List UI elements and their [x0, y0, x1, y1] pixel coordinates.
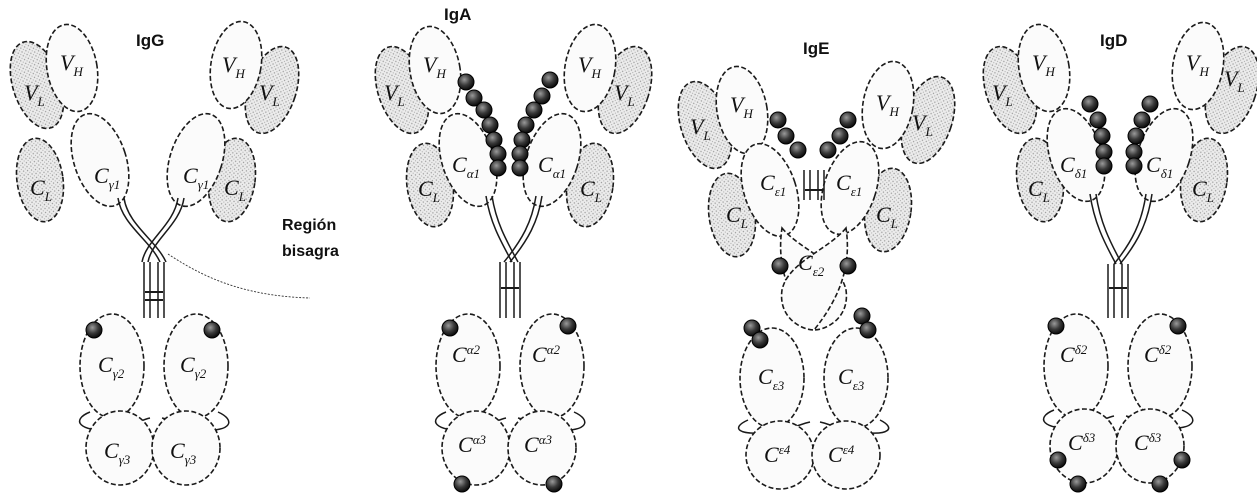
- ige-antibody: IgE VH VL Cε1 CL VH: [668, 39, 964, 489]
- hinge-annotation-line2: bisagra: [282, 243, 339, 260]
- hinge-leader-line: [168, 254, 310, 298]
- iga-ch3-left-domain: [442, 411, 510, 485]
- igd-ch3-right-domain: [1116, 409, 1184, 483]
- iga-glycan: [458, 74, 474, 90]
- igd-antibody: IgD VH VL: [973, 18, 1257, 492]
- igg-antibody: IgG VH VL Cγ1 CL VH VL Cγ1: [0, 17, 308, 485]
- igg-ch3-right-domain: [152, 411, 220, 485]
- igg-glycan: [204, 322, 220, 338]
- igg-title: IgG: [136, 31, 164, 50]
- igg-hinge-strand-left: [118, 198, 160, 262]
- iga-antibody: IgA V: [365, 5, 661, 492]
- igg-glycan: [86, 322, 102, 338]
- ige-glycan: [770, 112, 786, 128]
- igd-glycan: [1082, 96, 1098, 112]
- iga-title: IgA: [444, 5, 471, 24]
- igg-ch1-left-domain: [60, 106, 139, 213]
- igd-title: IgD: [1100, 31, 1127, 50]
- ige-title: IgE: [803, 39, 829, 58]
- iga-ch3-right-domain: [508, 411, 576, 485]
- igd-ch3-left-domain: [1050, 409, 1118, 483]
- igg-ch3-left-domain: [86, 411, 154, 485]
- hinge-annotation-line1: Región: [282, 217, 336, 234]
